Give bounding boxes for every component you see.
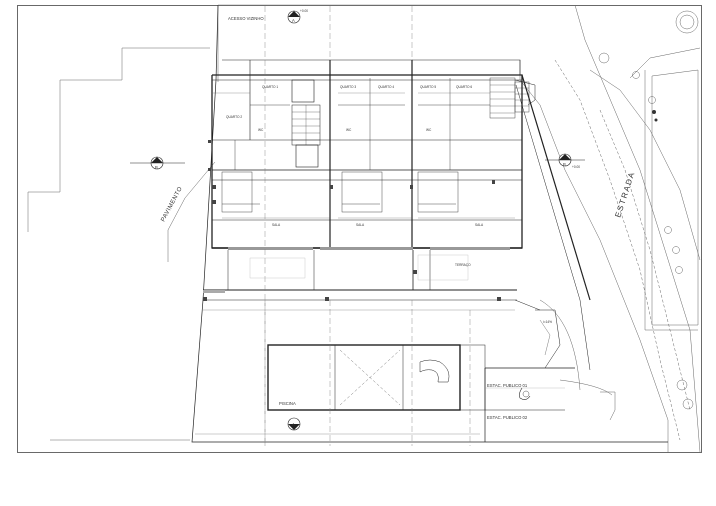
section-marker-top — [287, 10, 301, 24]
railing-strips — [203, 247, 510, 293]
label-piscina: PISCINA — [279, 401, 296, 406]
section-mark-left: B — [155, 165, 158, 170]
label-estrada: ESTRADA — [613, 170, 636, 219]
label-sala-1: SALA — [272, 223, 281, 227]
tree-dot — [652, 110, 656, 114]
tree-dot — [654, 118, 658, 122]
slope-label: i=14% — [543, 320, 552, 324]
ramp-wing — [514, 74, 591, 301]
label-wc-1: WC — [258, 128, 264, 132]
site-context — [27, 4, 701, 453]
axis-lines — [264, 6, 471, 446]
label-quarto-2: QUARTO 2 — [226, 115, 242, 119]
label-wc-3: WC — [426, 128, 432, 132]
pool-area — [267, 344, 486, 411]
building-walls — [191, 4, 668, 443]
section-mark-bottom: A — [292, 422, 295, 427]
label-estac-publico-2: ESTAC. PUBLICO 02 — [487, 415, 528, 420]
label-quarto-5: QUARTO 5 — [420, 85, 436, 89]
label-quarto-4: QUARTO 4 — [378, 85, 394, 89]
section-marker-left — [130, 156, 185, 170]
label-sala-3: SALA — [475, 223, 484, 227]
label-quarto-3: QUARTO 3 — [340, 85, 356, 89]
section-mark-top: A — [292, 18, 295, 23]
label-wc-2: WC — [346, 128, 352, 132]
label-sala-2: SALA — [356, 223, 365, 227]
label-terraco: TERRAÇO — [455, 263, 471, 267]
label-quarto-1: QUARTO 1 — [262, 85, 278, 89]
section-marker-right — [545, 153, 585, 167]
section-mark-right: B — [563, 162, 566, 167]
label-estac-publico-1: ESTAC. PUBLICO 01 — [487, 383, 528, 388]
sheet-frame — [17, 5, 702, 453]
label-quarto-6: QUARTO 6 — [456, 85, 472, 89]
level-marker-right: +0.00 — [572, 165, 580, 169]
terrace-band — [203, 247, 522, 301]
section-marker-bottom — [287, 417, 301, 431]
label-acesso-vizinho: ACESSO VIZINHO — [228, 16, 264, 21]
level-marker-top: +0.00 — [300, 9, 308, 13]
parking-area — [484, 299, 591, 442]
bollard-markers — [598, 10, 699, 410]
label-pavimento: PAVIMENTO — [160, 186, 184, 223]
dimension-ticks — [195, 92, 515, 435]
structural-columns — [203, 140, 501, 301]
